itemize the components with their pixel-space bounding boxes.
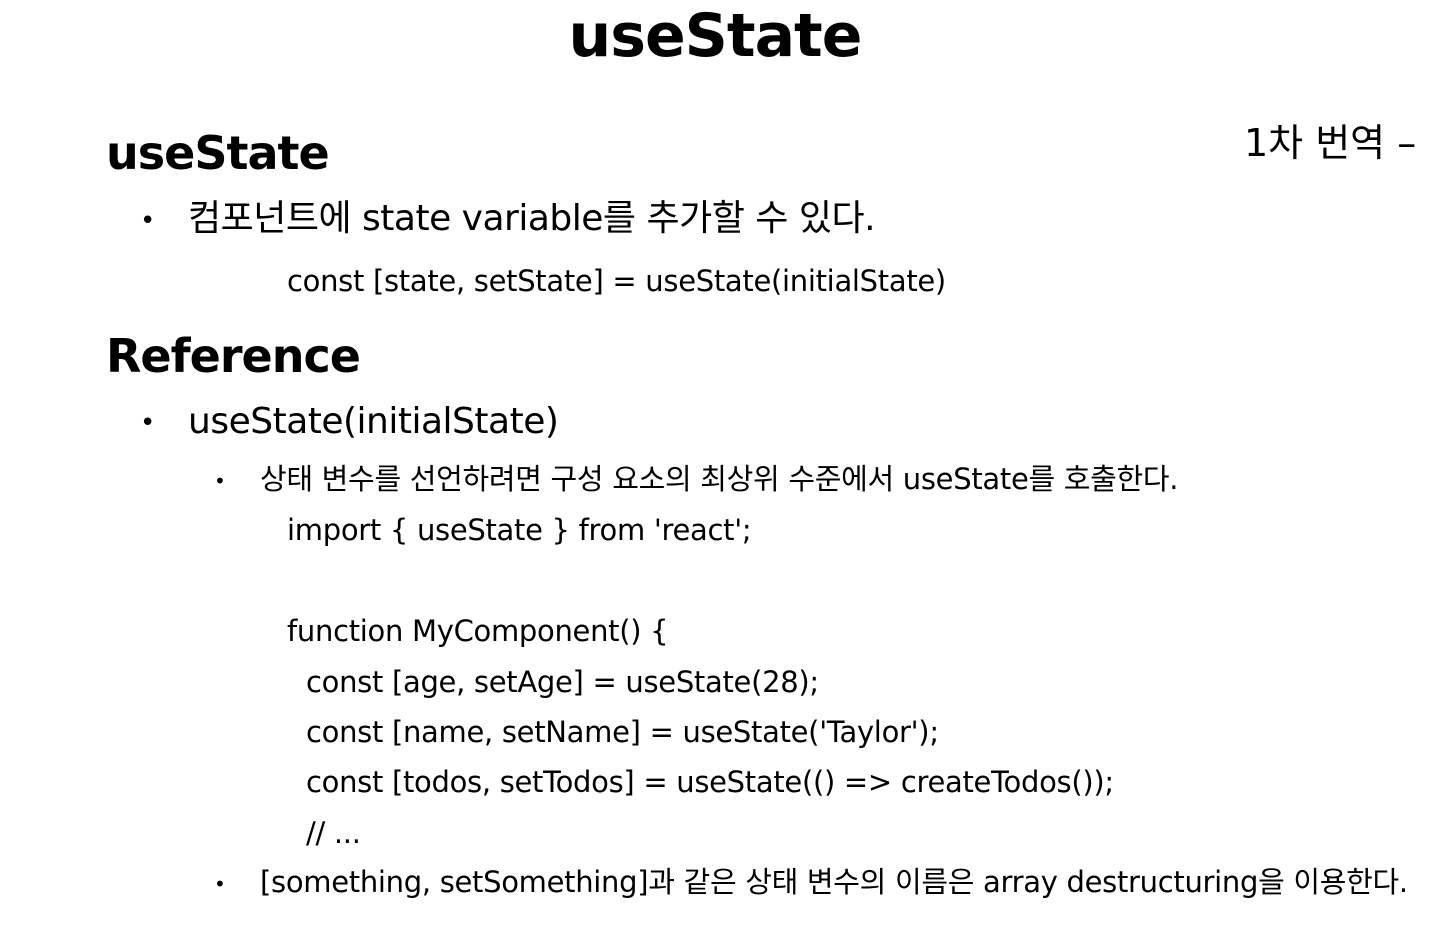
translation-badge: 1차 번역 – bbox=[1244, 121, 1417, 165]
sub-bullet-dot: • bbox=[214, 469, 226, 493]
code-line: import { useState } from 'react'; bbox=[287, 513, 752, 547]
bullet-dot: • bbox=[140, 408, 156, 438]
reference-subitem-destructuring: [something, setSomething]과 같은 상태 변수의 이름은… bbox=[260, 865, 1408, 899]
code-line: // ... bbox=[306, 816, 361, 850]
code-line: function MyComponent() { bbox=[287, 614, 669, 648]
reference-item-usestate: useState(initialState) bbox=[188, 401, 559, 442]
page-title: useState bbox=[568, 1, 863, 71]
code-line: const [todos, setTodos] = useState(() =>… bbox=[306, 765, 1114, 799]
code-line: const [age, setAge] = useState(28); bbox=[306, 665, 819, 699]
reference-subitem-declare: 상태 변수를 선언하려면 구성 요소의 최상위 수준에서 useState를 호… bbox=[260, 462, 1179, 496]
code-line: const [name, setName] = useState('Taylor… bbox=[306, 715, 939, 749]
section-heading-usestate: useState bbox=[106, 126, 330, 180]
bullet-dot: • bbox=[140, 206, 156, 236]
section-heading-reference: Reference bbox=[106, 329, 361, 383]
usestate-signature: const [state, setState] = useState(initi… bbox=[287, 264, 946, 298]
sub-bullet-dot: • bbox=[214, 872, 226, 896]
usestate-description: 컴포넌트에 state variable를 추가할 수 있다. bbox=[188, 198, 876, 239]
